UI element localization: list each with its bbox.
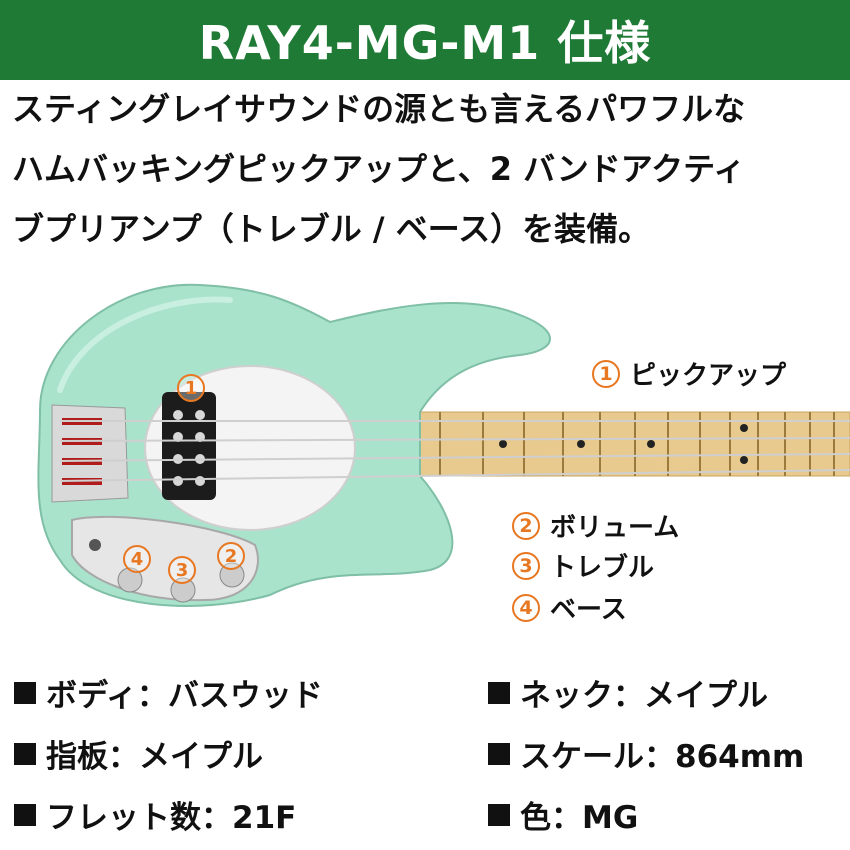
callout-bass: 4 ベース: [512, 589, 627, 626]
spec-text: スケール：864mm: [520, 739, 805, 775]
description-line-3: ブプリアンプ（トレブル / ベース）を装備。: [12, 210, 651, 248]
marker-bass: 4: [123, 545, 151, 573]
callout-number: 3: [512, 551, 540, 580]
callout-label: ボリューム: [550, 513, 680, 543]
bass-neck: [354, 411, 850, 477]
spec-text: 色：MG: [520, 800, 639, 836]
callout-number: 1: [592, 359, 620, 388]
marker-treble: 3: [168, 556, 196, 584]
spec-neck: ネック：メイプル: [488, 670, 768, 715]
spec-text: ネック：メイプル: [520, 678, 768, 714]
callout-label: ベース: [550, 595, 627, 625]
spec-scale: スケール：864mm: [488, 731, 804, 776]
bridge: [51, 404, 129, 503]
callout-number: 2: [512, 511, 540, 540]
bullet-square-icon: [488, 681, 510, 704]
callout-label: ピックアップ: [630, 361, 787, 391]
callout-pickup: 1 ピックアップ: [592, 355, 786, 392]
spec-frets: フレット数：21F: [14, 792, 296, 837]
callout-number: 4: [512, 593, 540, 622]
description-line-2: ハムバッキングピックアップと、2 バンドアクティ: [12, 150, 746, 188]
bullet-square-icon: [488, 803, 510, 826]
spec-text: フレット数：21F: [46, 800, 297, 836]
marker-pickup: 1: [177, 374, 205, 402]
spec-fingerboard: 指板：メイプル: [14, 731, 263, 776]
callout-label: トレブル: [550, 553, 655, 583]
output-jack: [89, 539, 101, 551]
callout-volume: 2 ボリューム: [512, 507, 679, 544]
bullet-square-icon: [14, 681, 36, 704]
description-line-1: スティングレイサウンドの源とも言えるパワフルな: [12, 90, 746, 128]
callout-treble: 3 トレブル: [512, 547, 654, 584]
marker-volume: 2: [217, 542, 245, 570]
page-title: RAY4-MG-M1 仕様: [198, 16, 652, 70]
title-bar: RAY4-MG-M1 仕様: [0, 0, 850, 80]
bullet-square-icon: [488, 742, 510, 765]
spec-color: 色：MG: [488, 792, 638, 837]
pickup: [162, 392, 216, 500]
spec-text: 指板：メイプル: [46, 739, 263, 775]
bullet-square-icon: [14, 803, 36, 826]
bullet-square-icon: [14, 742, 36, 765]
spec-body-wood: ボディ：バスウッド: [14, 670, 323, 715]
bass-guitar-image: [37, 283, 850, 607]
spec-text: ボディ：バスウッド: [46, 678, 323, 714]
